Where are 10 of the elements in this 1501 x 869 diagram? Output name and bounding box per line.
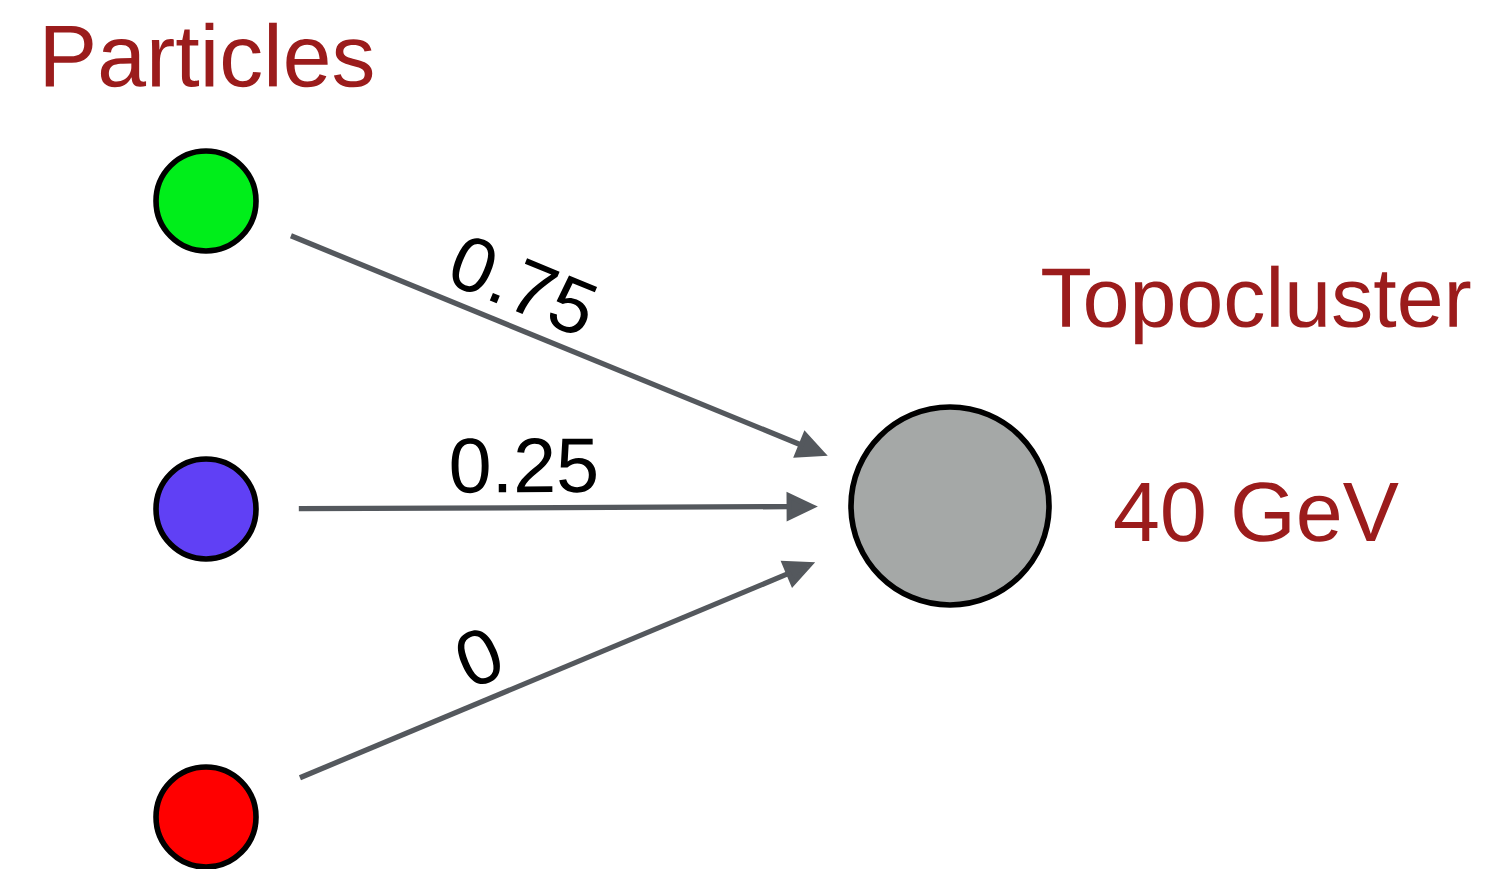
node-caption: Topocluster [1042,265,1471,345]
edge-label: 0 [457,630,500,684]
heading: Particles [45,22,373,88]
circle-node [848,404,1052,608]
circle-node [153,764,259,869]
edge-label: 0.75 [452,238,598,333]
circle-node [153,148,259,254]
node-caption: 40 GeV [1114,482,1399,542]
circle-node [153,456,259,562]
edge-label: 0.25 [451,438,596,494]
